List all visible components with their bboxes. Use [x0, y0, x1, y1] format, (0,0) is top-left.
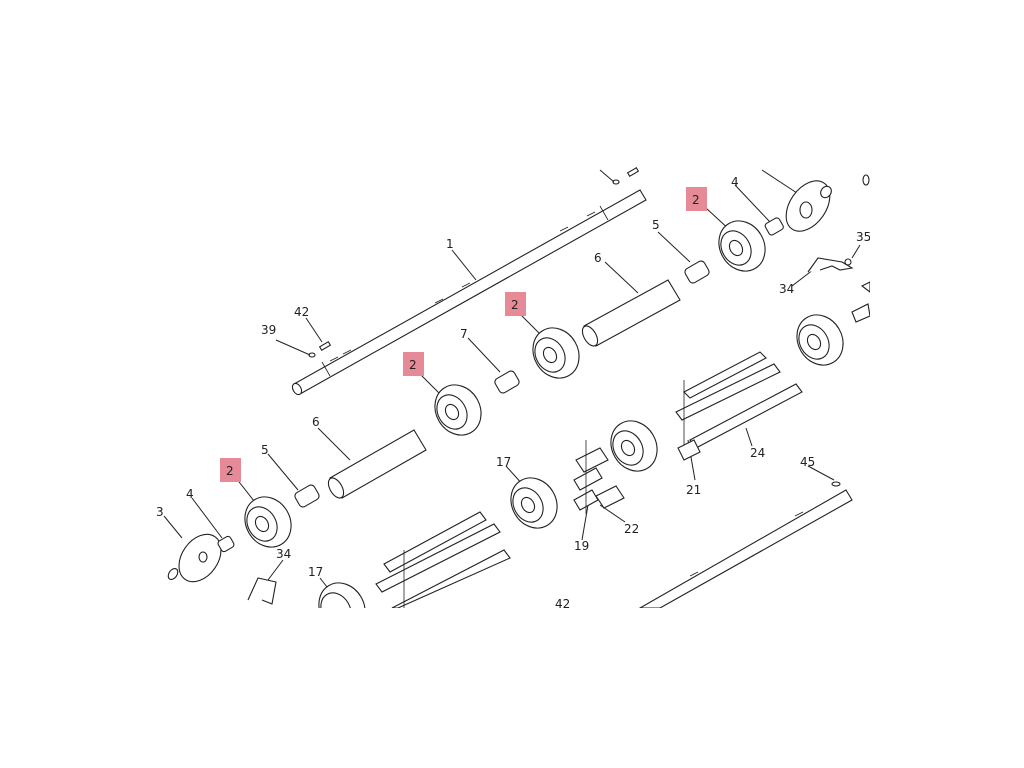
edge-ring	[862, 174, 870, 186]
bracket-34-right	[807, 257, 854, 273]
callout-35: 35	[856, 230, 870, 244]
roller-6-right	[581, 279, 681, 347]
guide-plate-left	[375, 511, 511, 608]
spacer-5-left	[294, 484, 320, 508]
callout-34a: 34	[779, 282, 794, 296]
gear-lower-right	[796, 314, 844, 366]
spacer-7	[494, 370, 520, 394]
callout-17b: 17	[308, 565, 323, 579]
callout-labels: 1 2 2 2 2 3 4 4 5 5 6 6 7 17 17 19 21 22…	[156, 175, 870, 608]
edge-part-a	[851, 303, 870, 323]
callout-2b: 2	[511, 298, 519, 312]
callout-42a: 42	[294, 305, 309, 319]
gear-right	[718, 220, 766, 272]
callout-45: 45	[800, 455, 815, 469]
spacer-5-right	[684, 260, 710, 284]
callout-5b: 5	[652, 218, 660, 232]
side-plate-right	[785, 180, 832, 232]
gear-middle-right	[532, 327, 580, 379]
callout-2-highlight	[403, 352, 424, 376]
callout-34b: 34	[276, 547, 291, 561]
gear-17-center	[510, 477, 558, 529]
lower-shaft	[638, 481, 853, 608]
callout-21: 21	[686, 483, 701, 497]
callout-4a: 4	[186, 487, 194, 501]
diagram-canvas: 1 2 2 2 2 3 4 4 5 5 6 6 7 17 17 19 21 22…	[156, 167, 870, 608]
callout-2-highlight	[686, 187, 707, 211]
callout-5a: 5	[261, 443, 269, 457]
bush-4-left	[217, 535, 235, 553]
pin-top-small	[612, 179, 620, 185]
callout-42b: 42	[555, 597, 570, 608]
callout-3: 3	[156, 505, 164, 519]
callout-19: 19	[574, 539, 589, 553]
exploded-parts-diagram: 1 2 2 2 2 3 4 4 5 5 6 6 7 17 17 19 21 22…	[154, 160, 870, 608]
callout-22: 22	[624, 522, 639, 536]
callout-2c: 2	[409, 358, 417, 372]
side-plate-3	[167, 533, 222, 583]
callout-2d: 2	[226, 464, 234, 478]
pin-42	[318, 341, 332, 351]
callout-2-highlight	[505, 292, 526, 316]
guide-plate-24	[675, 351, 803, 450]
callout-39: 39	[261, 323, 276, 337]
callout-17a: 17	[496, 455, 511, 469]
callout-2-highlight	[220, 458, 241, 482]
callout-6b: 6	[594, 251, 602, 265]
callout-1: 1	[446, 237, 454, 251]
callout-4b: 4	[731, 175, 739, 189]
edge-part-b	[860, 281, 870, 293]
gear-lower-center	[610, 420, 658, 472]
bracket-21	[677, 439, 701, 461]
pin-top	[626, 167, 640, 177]
gear-17-bottom	[318, 582, 366, 608]
gear-left	[244, 496, 292, 548]
roller-6-left	[327, 429, 427, 499]
main-shaft	[291, 189, 647, 396]
callout-6a: 6	[312, 415, 320, 429]
plate-22	[573, 440, 625, 514]
callout-2a: 2	[692, 193, 700, 207]
callout-24: 24	[750, 446, 765, 460]
bush-4-right	[764, 217, 784, 236]
bracket-34-left	[247, 577, 277, 605]
callout-7: 7	[460, 327, 468, 341]
gear-middle-left	[434, 384, 482, 436]
